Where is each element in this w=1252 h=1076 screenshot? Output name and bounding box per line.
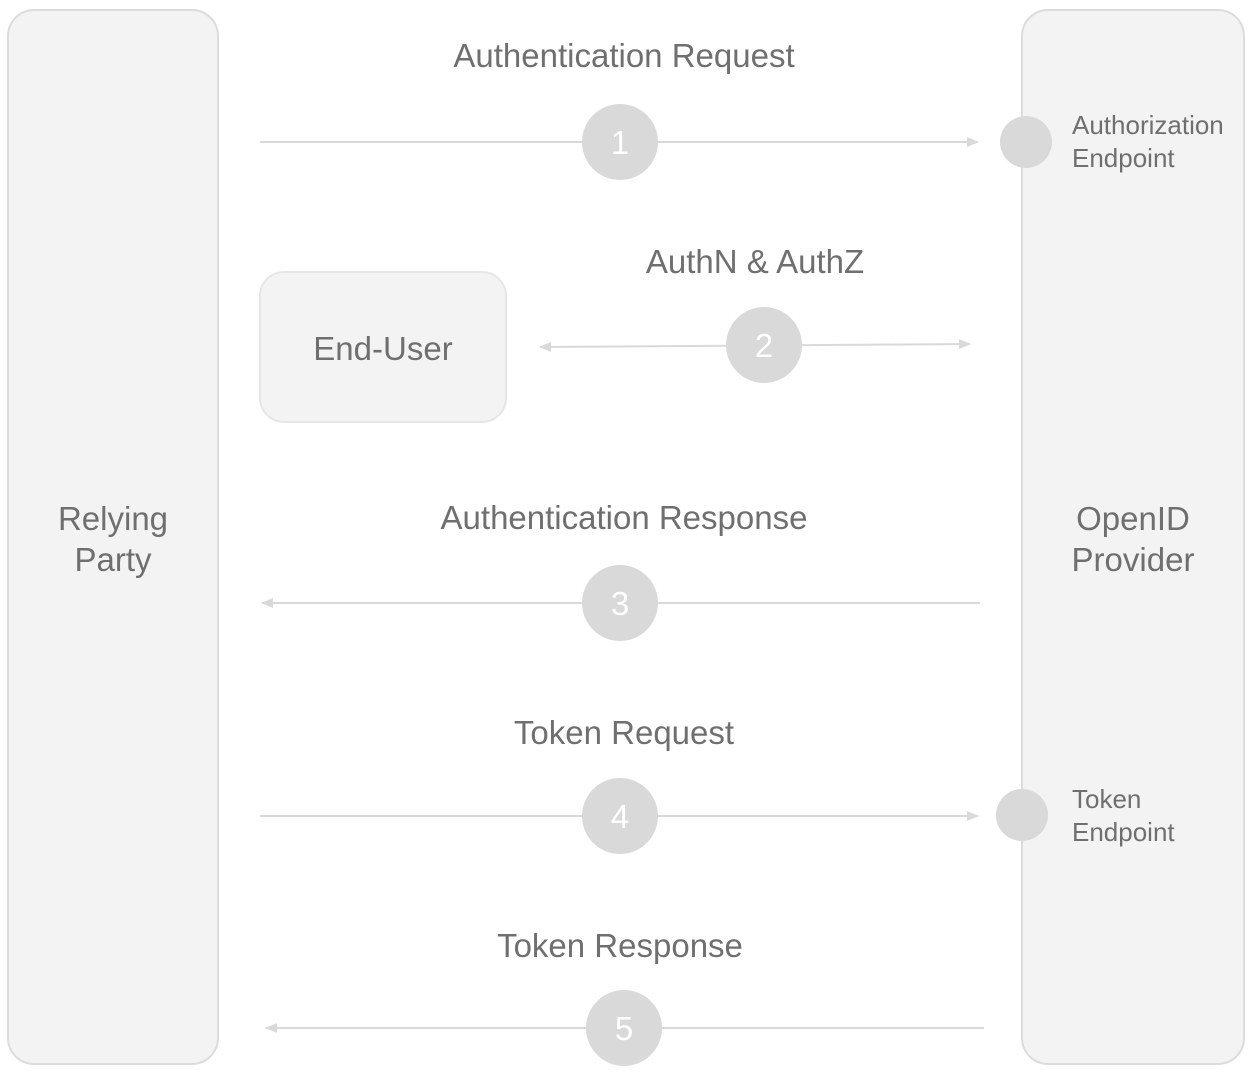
relying-party-label-line1: Relying — [58, 500, 168, 537]
token-endpoint-marker — [996, 789, 1048, 841]
step-2-label: AuthN & AuthZ — [646, 243, 864, 280]
step-5-label: Token Response — [497, 927, 743, 964]
relying-party-label-line2: Party — [74, 541, 152, 578]
openid-provider-label-line1: OpenID — [1076, 500, 1190, 537]
step-3-label: Authentication Response — [441, 499, 808, 536]
token-endpoint-label-line1: Token — [1072, 784, 1141, 814]
authorization-endpoint-label-line1: Authorization — [1072, 110, 1224, 140]
openid-provider-lane — [1021, 9, 1245, 1065]
step-4-label: Token Request — [514, 714, 734, 751]
end-user-box — [259, 271, 507, 423]
step-2-number: 2 — [755, 327, 773, 364]
step-1-number: 1 — [611, 124, 629, 161]
step-3-number: 3 — [611, 585, 629, 622]
step-5-circle — [586, 990, 662, 1066]
authorization-endpoint-marker — [1000, 116, 1052, 168]
relying-party-lane — [7, 9, 219, 1065]
step-4-number: 4 — [611, 798, 629, 835]
openid-provider-label-line2: Provider — [1072, 541, 1195, 578]
token-endpoint-label-line2: Endpoint — [1072, 817, 1175, 847]
step-4-circle — [582, 778, 658, 854]
authorization-endpoint-label-line2: Endpoint — [1072, 143, 1175, 173]
step-5-number: 5 — [615, 1010, 633, 1047]
step-1-circle — [582, 104, 658, 180]
step-1-label: Authentication Request — [453, 37, 794, 74]
step-3-circle — [582, 565, 658, 641]
end-user-label: End-User — [313, 330, 452, 367]
step-2-circle — [726, 307, 802, 383]
